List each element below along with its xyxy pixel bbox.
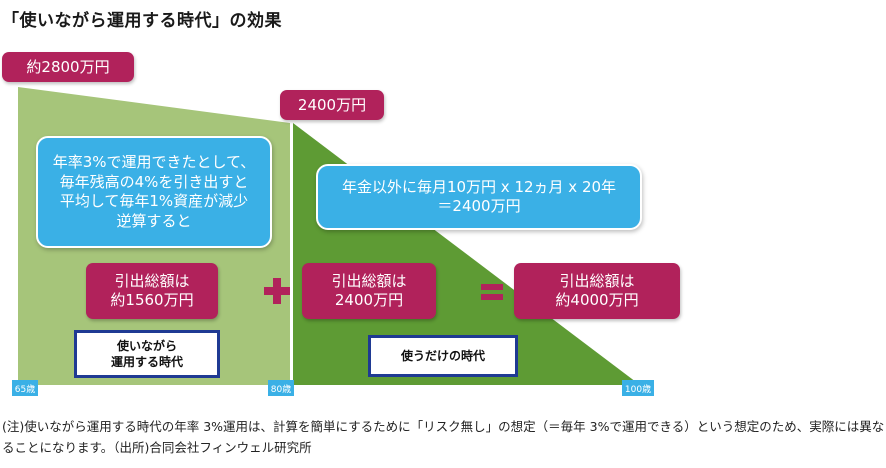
equals-sign — [480, 280, 504, 304]
total-withdrawal-left: 引出総額は 約1560万円 — [86, 263, 218, 319]
plus-icon — [264, 278, 290, 304]
footnote: (注)使いながら運用する時代の年率 3%運用は、計算を簡単にするために「リスク無… — [2, 419, 885, 456]
plus-sign — [262, 276, 292, 306]
amount-label-2400: 2400万円 — [280, 90, 384, 120]
era-label-right: 使うだけの時代 — [368, 335, 518, 377]
age-label-65: 65歳 — [12, 380, 38, 396]
total-withdrawal-right: 引出総額は 約4000万円 — [514, 263, 680, 319]
era-label-left: 使いながら 運用する時代 — [74, 330, 220, 378]
assumption-bubble-right: 年金以外に毎月10万円 x 12ヵ月 x 20年 ＝2400万円 — [316, 164, 642, 230]
assumption-bubble-left: 年率3%で運用できたとして、 毎年残高の4%を引き出すと 平均して毎年1%資産が… — [36, 136, 272, 248]
page-title: 「使いながら運用する時代」の効果 — [2, 11, 282, 31]
age-label-80: 80歳 — [268, 380, 294, 396]
amount-label-2800: 約2800万円 — [2, 52, 134, 82]
age-label-100: 100歳 — [622, 380, 654, 396]
total-withdrawal-middle: 引出総額は 2400万円 — [302, 263, 436, 319]
equals-icon — [481, 284, 503, 300]
